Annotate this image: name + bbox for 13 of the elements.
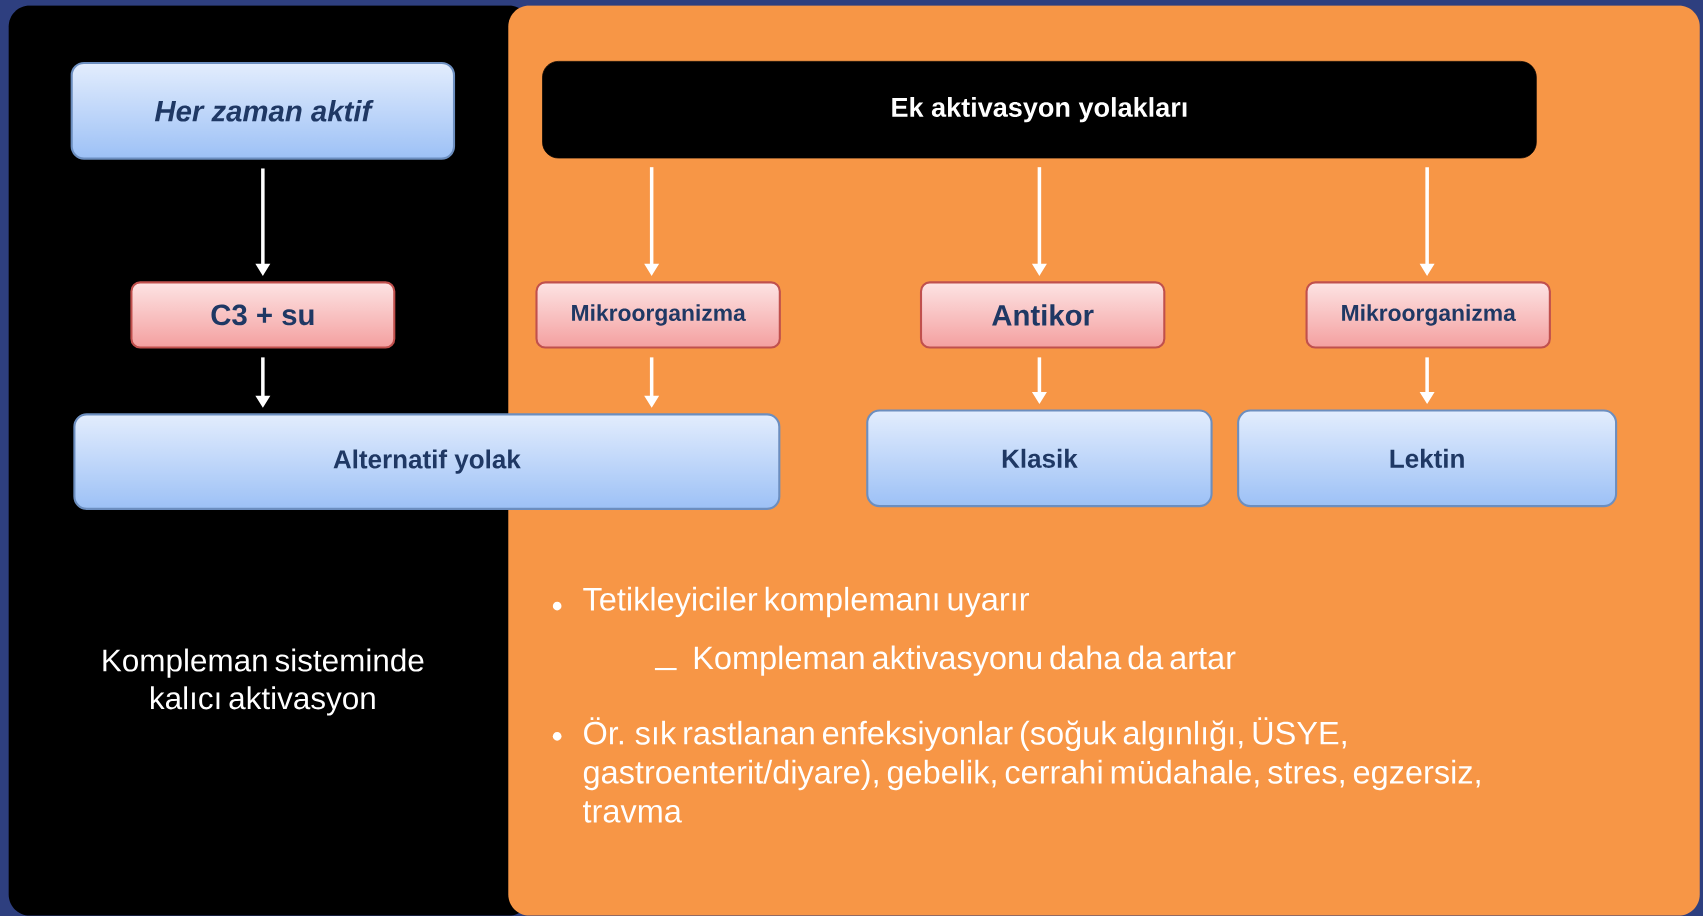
bullet-text: Kompleman aktivasyonu daha da artar	[694, 645, 1236, 676]
pathway-box: Her zaman aktif	[70, 61, 456, 160]
pathway-box: Lektin	[1237, 409, 1618, 508]
trigger-box: C3 + su	[130, 281, 396, 349]
pathway-box: Alternatif yolak	[73, 413, 781, 510]
bullet-text: Ör. sık rastlanan enfeksiyonlar (soğuk algınlığı, ÜSYE, gastroenterit/diyare), gebelik, cerrahi müdahale, stres, egzersiz, travma	[583, 717, 1480, 823]
panel-text: Kompleman sisteminde kalıcı aktivasyon	[103, 648, 424, 716]
trigger-box: Mikroorganizma	[1305, 281, 1551, 349]
bullet-text: Tetikleyiciler komplemanı uyarır	[583, 586, 1029, 618]
trigger-box: Antikor	[919, 281, 1166, 349]
pathway-box: Klasik	[866, 409, 1213, 508]
trigger-box: Mikroorganizma	[535, 281, 781, 349]
header-bar: Ek aktivasyon yolakları	[542, 61, 1537, 159]
